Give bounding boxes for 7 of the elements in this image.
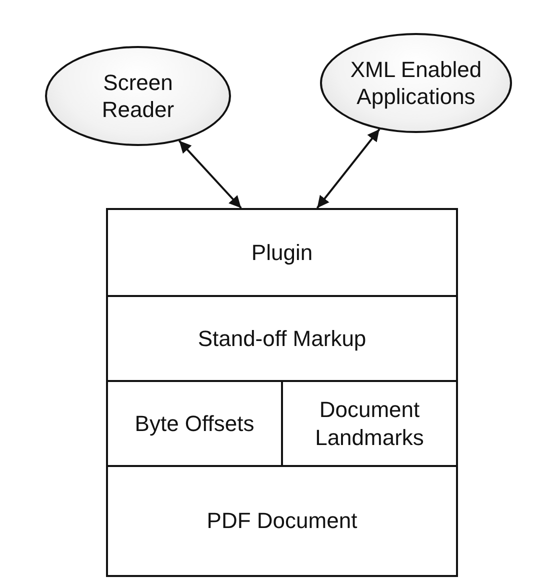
layer-box: PDF Document [106,465,458,577]
layer-box: Stand-off Markup [106,295,458,382]
ellipse-node: XML Enabled Applications [320,33,512,133]
ellipse-node: Screen Reader [45,46,231,146]
layer-box: Plugin [106,208,458,297]
arrow [316,128,380,209]
arrow [178,140,242,209]
